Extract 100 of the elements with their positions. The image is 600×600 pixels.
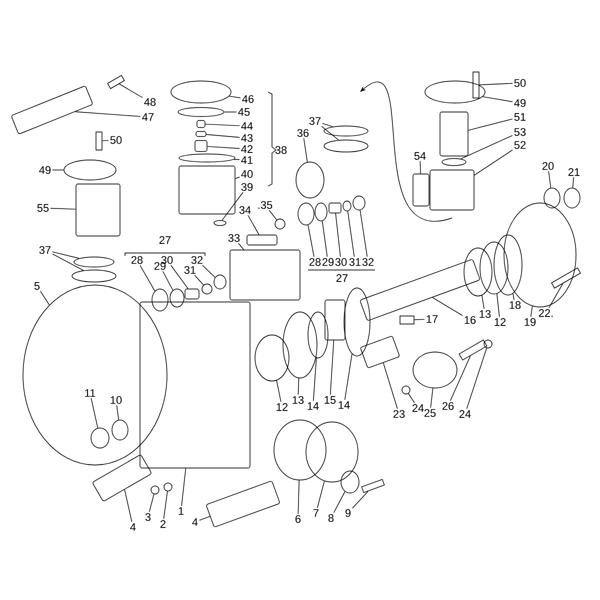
callout-number: 29: [154, 262, 166, 270]
block-part: [430, 170, 474, 210]
leader-line: [496, 293, 500, 318]
callout-number: 33: [228, 234, 240, 242]
callout-number: 20: [542, 162, 554, 170]
leader-line: [205, 124, 240, 126]
block-part: [184, 288, 200, 300]
callout-number: 37: [39, 246, 51, 254]
callout-number: 50: [110, 136, 122, 144]
pin-part: [472, 72, 480, 98]
leader-line: [222, 192, 244, 221]
leader-line: [408, 393, 415, 404]
leader-line: [572, 176, 574, 188]
callout-number: 37: [309, 117, 321, 125]
leader-line: [530, 306, 533, 318]
ring-part: [72, 270, 116, 282]
leader-line: [90, 398, 98, 428]
leader-line: [118, 84, 143, 98]
leader-line: [163, 490, 168, 520]
callout-number: 30: [161, 256, 173, 264]
leader-line: [512, 293, 514, 300]
callout-number: 11: [85, 389, 96, 397]
leader-line: [228, 96, 241, 98]
callout-number: 34: [239, 206, 251, 214]
leader-line: [466, 348, 487, 410]
ring-part: [296, 162, 324, 198]
leader-line: [102, 140, 109, 142]
ring-part: [202, 284, 212, 294]
leader-line: [303, 138, 308, 162]
ring-part: [352, 196, 366, 210]
leader-line: [194, 274, 204, 286]
leader-line: [238, 242, 244, 250]
washer-part: [274, 218, 286, 230]
ring-part: [424, 80, 486, 104]
callout-number: 2: [160, 520, 166, 528]
block-part: [196, 120, 206, 128]
ring-part: [340, 470, 360, 494]
ring-part: [214, 220, 226, 226]
callout-number: 3: [145, 513, 151, 521]
leader-line: [50, 208, 76, 210]
callout-number: 17: [426, 315, 438, 323]
leader-line: [52, 251, 80, 259]
ring-part: [298, 202, 314, 226]
washer-part: [164, 482, 172, 492]
leader-line: [344, 354, 352, 400]
callout-number: 49: [39, 166, 51, 174]
leader-line: [548, 170, 552, 188]
callout-number: 46: [242, 95, 254, 103]
callout-number: 51: [514, 113, 526, 121]
leader-line: [479, 83, 513, 86]
callout-number: 32: [191, 256, 203, 264]
leader-line: [206, 134, 240, 138]
ring-part: [324, 126, 368, 136]
leader-line: [482, 295, 484, 310]
leader-line: [162, 270, 174, 291]
callout-number: 15: [324, 396, 336, 404]
block-part: [206, 480, 280, 528]
leader-line: [298, 378, 300, 396]
block-part: [324, 300, 346, 340]
pin-part: [400, 316, 414, 324]
ring-part: [178, 154, 236, 162]
callout-number: 10: [110, 396, 122, 404]
callout-number: 12: [494, 318, 506, 326]
ring-part: [342, 200, 352, 212]
ring-part: [214, 274, 226, 290]
leader-line: [248, 214, 260, 235]
block-part: [246, 234, 278, 246]
callout-number: 54: [414, 152, 426, 160]
callout-number: 28: [131, 256, 143, 264]
callout-number: 21: [568, 168, 580, 176]
callout-number: 12: [276, 403, 288, 411]
callout-number: 23: [393, 410, 405, 418]
callout-number: 52: [514, 141, 526, 149]
block-part: [194, 140, 208, 152]
block-part: [76, 184, 120, 236]
leader-line: [548, 283, 564, 308]
callout-number: 45: [238, 108, 250, 116]
ring-part: [170, 288, 184, 308]
callout-number: 38: [275, 146, 287, 154]
callout-number: 18: [510, 301, 521, 309]
callout-number: 55: [37, 204, 49, 212]
leader-line: [235, 176, 240, 180]
ring-part: [90, 428, 110, 448]
leader-line: [199, 516, 210, 521]
callout-number: 9: [345, 509, 351, 517]
leader-line: [322, 220, 328, 258]
block-part: [440, 112, 468, 156]
callout-number: 49: [514, 99, 526, 107]
ring-part: [308, 312, 328, 358]
leader-line: [420, 160, 421, 174]
callout-number: 25: [424, 409, 436, 417]
callout-number: 14: [338, 401, 350, 409]
callout-number: 4: [192, 518, 198, 526]
ring-part: [254, 334, 290, 382]
callout-number: 39: [241, 183, 253, 191]
washer-part: [402, 386, 410, 394]
callout-number: 14: [308, 402, 319, 410]
leader-line: [170, 264, 188, 289]
block-part: [412, 174, 430, 206]
callout-number: 42: [241, 145, 253, 153]
